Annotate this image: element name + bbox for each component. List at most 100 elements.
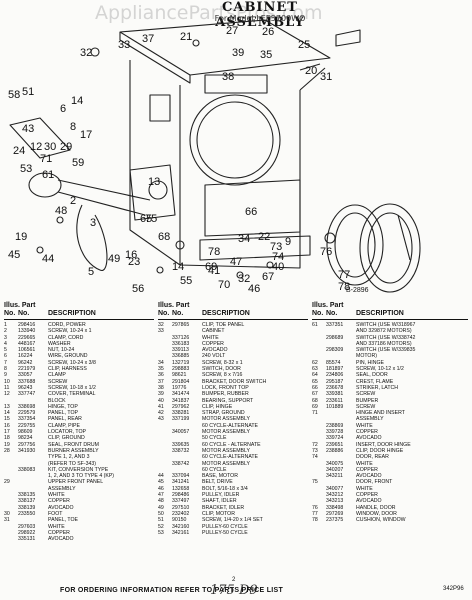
part-description: AVOCADO bbox=[356, 473, 382, 480]
callout-number: 61 bbox=[42, 169, 54, 181]
illus-number: 48 bbox=[158, 498, 164, 505]
callout-number: 39 bbox=[232, 47, 244, 59]
part-number: 341930 bbox=[18, 447, 36, 454]
illus-number: 63 bbox=[312, 366, 318, 373]
part-description: CLIP, MOTOR bbox=[202, 510, 235, 517]
part-number: 98609 bbox=[18, 429, 33, 436]
illus-number: 11 bbox=[4, 384, 10, 391]
callout-number: 13 bbox=[148, 176, 160, 188]
part-number: 338498 bbox=[326, 504, 344, 511]
part-description: HINGE, TOP bbox=[48, 403, 78, 410]
illus-number: 19 bbox=[4, 441, 10, 448]
part-description: CLIP, HINGE bbox=[202, 403, 233, 410]
column-1-header: Illus. Part No.No.DESCRIPTION bbox=[4, 302, 154, 318]
part-description: SCREW bbox=[356, 391, 376, 398]
illus-number: 34 bbox=[158, 359, 164, 366]
part-number: 340057 bbox=[172, 429, 190, 436]
part-number: 298689 bbox=[326, 334, 344, 341]
hdr-part-no: No. bbox=[172, 310, 184, 317]
callout-number: 66 bbox=[245, 206, 257, 218]
part-description: SWITCH (USE W/338742 bbox=[356, 334, 416, 341]
illus-number: 46 bbox=[158, 485, 164, 492]
part-number: 298883 bbox=[172, 366, 190, 373]
callout-number: 49 bbox=[108, 253, 120, 265]
callout-number: 3 bbox=[90, 217, 96, 229]
part-number: 232402 bbox=[172, 510, 190, 517]
part-description: WIRE, GROUND bbox=[48, 353, 88, 360]
parts-row: 60 CYCLE-ALTERNATE bbox=[158, 423, 308, 429]
part-description: COPPER bbox=[202, 340, 224, 347]
illus-number: 77 bbox=[312, 510, 318, 517]
callout-number: 31 bbox=[320, 71, 332, 83]
part-description: 60 CYCLE - ALTERNATE bbox=[202, 441, 261, 448]
illus-number: 37 bbox=[158, 378, 164, 385]
parts-row: ASSEMBLY bbox=[312, 416, 468, 422]
illus-number: 74 bbox=[312, 454, 318, 461]
part-description: BLOCK bbox=[48, 397, 66, 404]
part-number: 297603 bbox=[18, 523, 36, 530]
illus-number: 71 bbox=[312, 410, 318, 417]
callout-number: 20 bbox=[305, 65, 317, 77]
callout-number: 22 bbox=[258, 231, 270, 243]
part-description: AND 337186 MOTORS) bbox=[356, 340, 412, 347]
illus-number: 6 bbox=[4, 353, 7, 360]
illus-number: 18 bbox=[4, 435, 10, 442]
part-description: CABINET bbox=[202, 328, 225, 335]
callout-number: 29 bbox=[60, 141, 72, 153]
callout-number: 67 bbox=[262, 271, 274, 283]
part-description: SHAFT, IDLER bbox=[202, 498, 237, 505]
hdr-part-no: No. bbox=[326, 310, 338, 317]
part-description: MOTOR ASSEMBLY bbox=[202, 429, 250, 436]
callout-number: 44 bbox=[42, 253, 54, 265]
callout-number: 48 bbox=[55, 205, 67, 217]
callout-number: 2 bbox=[70, 195, 76, 207]
handwritten-note: 175 D9 bbox=[210, 583, 258, 598]
part-description: CORD, POWER bbox=[48, 322, 86, 328]
hdr-illus-part: Illus. Part bbox=[4, 302, 36, 309]
illus-number: 32 bbox=[158, 322, 164, 328]
part-number: 295187 bbox=[326, 378, 344, 385]
illus-number: 50 bbox=[158, 510, 164, 517]
part-description: WHITE bbox=[356, 460, 373, 467]
callout-number: 41 bbox=[208, 265, 220, 277]
part-description: COPPER bbox=[356, 466, 378, 473]
illus-number: 15 bbox=[4, 416, 10, 423]
part-number: 337747 bbox=[18, 391, 36, 398]
part-description: PIN, HINGE bbox=[356, 359, 384, 366]
part-description: 60 CYCLE-ALTERNATE bbox=[202, 454, 259, 461]
part-description: SCREW, 1/4-20 x 1/4 SET bbox=[202, 517, 263, 524]
column-3-header: Illus. Part No.No.DESCRIPTION bbox=[312, 302, 468, 318]
part-number: 229755 bbox=[18, 422, 36, 429]
callout-number: 16 bbox=[125, 249, 137, 261]
document-code: 342P96 bbox=[443, 586, 464, 592]
callout-number: 23 bbox=[128, 256, 140, 268]
callout-number: 69 bbox=[205, 261, 217, 273]
callout-number: 35 bbox=[260, 49, 272, 61]
illus-number: 1 bbox=[4, 322, 7, 328]
part-description: PANEL, REAR bbox=[48, 416, 82, 423]
illus-number: 28 bbox=[4, 447, 10, 454]
